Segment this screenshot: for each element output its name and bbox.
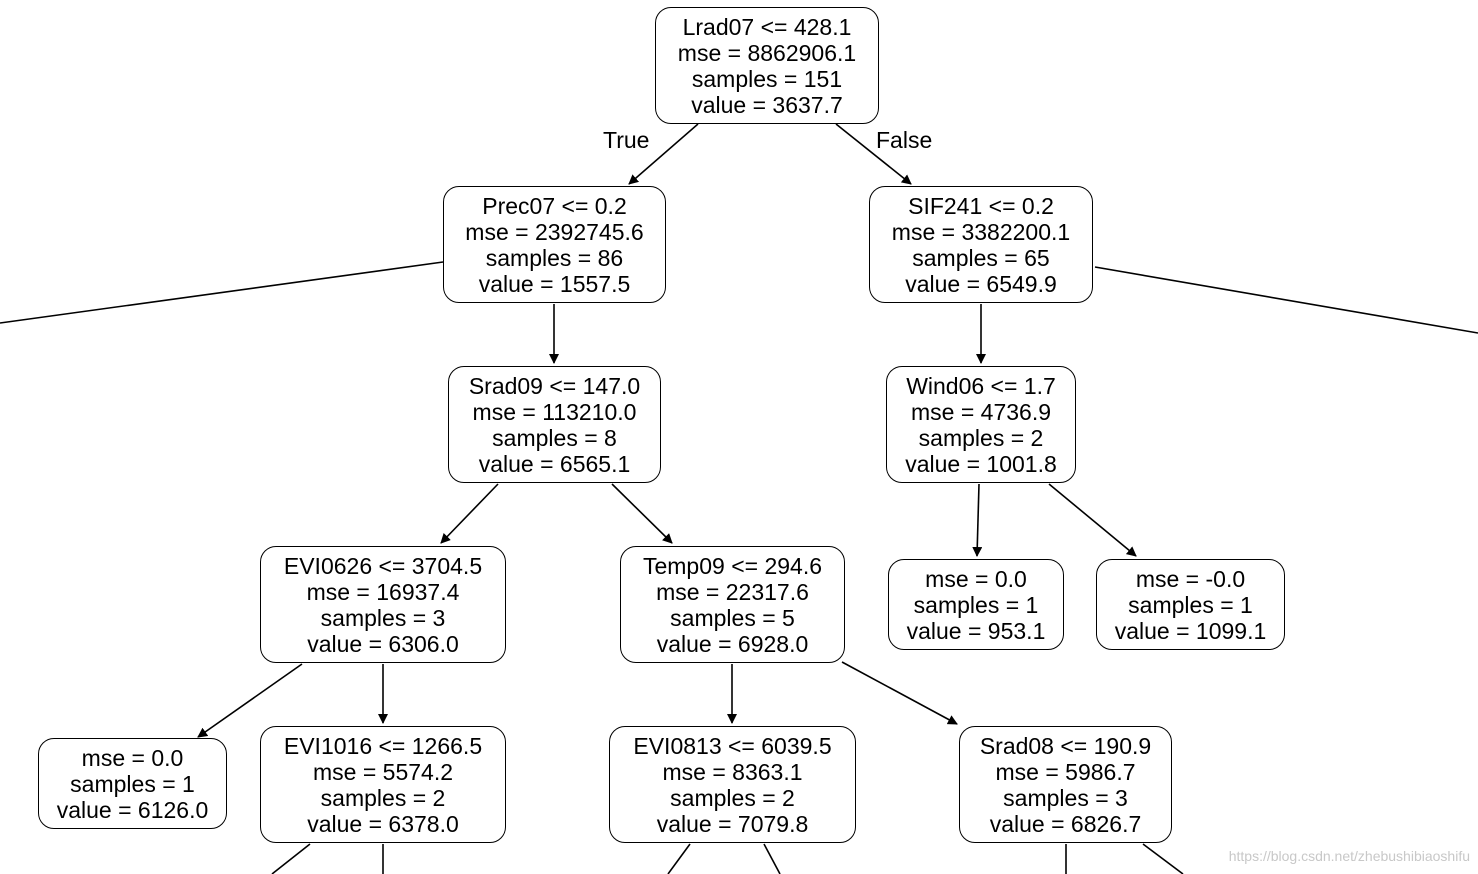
tree-leaf-953: mse = 0.0 samples = 1 value = 953.1 <box>888 559 1064 650</box>
tree-node-temp09: Temp09 <= 294.6 mse = 22317.6 samples = … <box>620 546 845 663</box>
node-split: Temp09 <= 294.6 <box>642 552 823 579</box>
node-split: Prec07 <= 0.2 <box>482 192 627 219</box>
edge-evi0626-leaf6126 <box>197 663 303 738</box>
node-value: value = 7079.8 <box>656 810 809 837</box>
node-value: value = 953.1 <box>906 617 1046 644</box>
tree-node-evi1016: EVI1016 <= 1266.5 mse = 5574.2 samples =… <box>260 726 506 843</box>
edge-root-prec07 <box>628 123 699 185</box>
node-samples: samples = 86 <box>485 244 624 271</box>
node-samples: samples = 1 <box>1128 591 1253 618</box>
node-split: Srad09 <= 147.0 <box>468 372 641 399</box>
node-mse: mse = -0.0 <box>1135 565 1246 592</box>
tree-node-prec07: Prec07 <= 0.2 mse = 2392745.6 samples = … <box>443 186 666 303</box>
node-split: SIF241 <= 0.2 <box>908 192 1054 219</box>
node-mse: mse = 8862906.1 <box>677 39 857 66</box>
node-samples: samples = 8 <box>492 424 617 451</box>
tree-node-evi0813: EVI0813 <= 6039.5 mse = 8363.1 samples =… <box>609 726 856 843</box>
node-mse: mse = 3382200.1 <box>891 218 1071 245</box>
tree-node-evi0626: EVI0626 <= 3704.5 mse = 16937.4 samples … <box>260 546 506 663</box>
node-split: Wind06 <= 1.7 <box>906 372 1056 399</box>
node-mse: mse = 16937.4 <box>306 578 460 605</box>
edge-srad09-evi0626 <box>440 483 499 544</box>
node-value: value = 6928.0 <box>656 630 809 657</box>
node-value: value = 6826.7 <box>989 810 1142 837</box>
edge-srad09-temp09 <box>611 483 673 544</box>
node-mse: mse = 113210.0 <box>472 398 637 425</box>
tree-node-sif241: SIF241 <= 0.2 mse = 3382200.1 samples = … <box>869 186 1093 303</box>
edge-wind06-leaf1099 <box>1048 483 1137 557</box>
edge-sif241-offscreen <box>1094 266 1478 334</box>
node-samples: samples = 151 <box>691 65 843 92</box>
tree-node-srad08: Srad08 <= 190.9 mse = 5986.7 samples = 3… <box>959 726 1172 843</box>
watermark: https://blog.csdn.net/zhebushibiaoshifu <box>1228 848 1470 864</box>
node-split: Srad08 <= 190.9 <box>979 732 1152 759</box>
node-split: EVI0626 <= 3704.5 <box>283 552 483 579</box>
node-samples: samples = 3 <box>1003 784 1128 811</box>
node-mse: mse = 2392745.6 <box>465 218 644 245</box>
edge-temp09-srad08 <box>841 661 958 725</box>
edge-wind06-leaf953 <box>972 483 983 557</box>
node-value: value = 6565.1 <box>478 450 631 477</box>
node-mse: mse = 5574.2 <box>312 758 453 785</box>
node-samples: samples = 1 <box>70 770 195 797</box>
edge-srad08-offscreen-right <box>1142 843 1184 874</box>
node-samples: samples = 2 <box>320 784 446 811</box>
node-samples: samples = 1 <box>913 591 1039 618</box>
edge-evi1016-offscreen-left <box>271 843 311 874</box>
node-mse: mse = 4736.9 <box>910 398 1051 425</box>
edge-root-sif241 <box>835 123 912 185</box>
node-mse: mse = 8363.1 <box>662 758 803 785</box>
node-samples: samples = 5 <box>670 604 795 631</box>
node-value: value = 6126.0 <box>56 796 209 823</box>
node-value: value = 1001.8 <box>905 450 1057 477</box>
node-split: Lrad07 <= 428.1 <box>682 13 852 40</box>
node-value: value = 6306.0 <box>307 630 459 657</box>
tree-node-wind06: Wind06 <= 1.7 mse = 4736.9 samples = 2 v… <box>886 366 1076 483</box>
node-mse: mse = 5986.7 <box>995 758 1136 785</box>
node-samples: samples = 65 <box>912 244 1050 271</box>
tree-leaf-1099: mse = -0.0 samples = 1 value = 1099.1 <box>1096 559 1285 650</box>
node-split: EVI0813 <= 6039.5 <box>633 732 832 759</box>
node-value: value = 1557.5 <box>478 270 631 297</box>
node-mse: mse = 0.0 <box>925 565 1027 592</box>
node-split: EVI1016 <= 1266.5 <box>283 732 483 759</box>
node-value: value = 1099.1 <box>1114 617 1267 644</box>
node-samples: samples = 2 <box>918 424 1044 451</box>
tree-node-root: Lrad07 <= 428.1 mse = 8862906.1 samples … <box>655 7 879 124</box>
node-samples: samples = 2 <box>670 784 795 811</box>
node-value: value = 3637.7 <box>691 91 843 118</box>
edge-label-true: True <box>603 127 650 153</box>
node-samples: samples = 3 <box>320 604 446 631</box>
edge-prec07-offscreen <box>0 261 444 324</box>
tree-leaf-6126: mse = 0.0 samples = 1 value = 6126.0 <box>38 738 227 829</box>
edge-evi0813-offscreen-left <box>667 843 691 874</box>
node-value: value = 6378.0 <box>307 810 459 837</box>
edge-evi0813-offscreen-right <box>763 843 781 874</box>
node-value: value = 6549.9 <box>905 270 1057 297</box>
node-mse: mse = 0.0 <box>81 744 184 771</box>
tree-node-srad09: Srad09 <= 147.0 mse = 113210.0 samples =… <box>448 366 661 483</box>
edge-label-false: False <box>876 127 933 153</box>
node-mse: mse = 22317.6 <box>656 578 809 605</box>
